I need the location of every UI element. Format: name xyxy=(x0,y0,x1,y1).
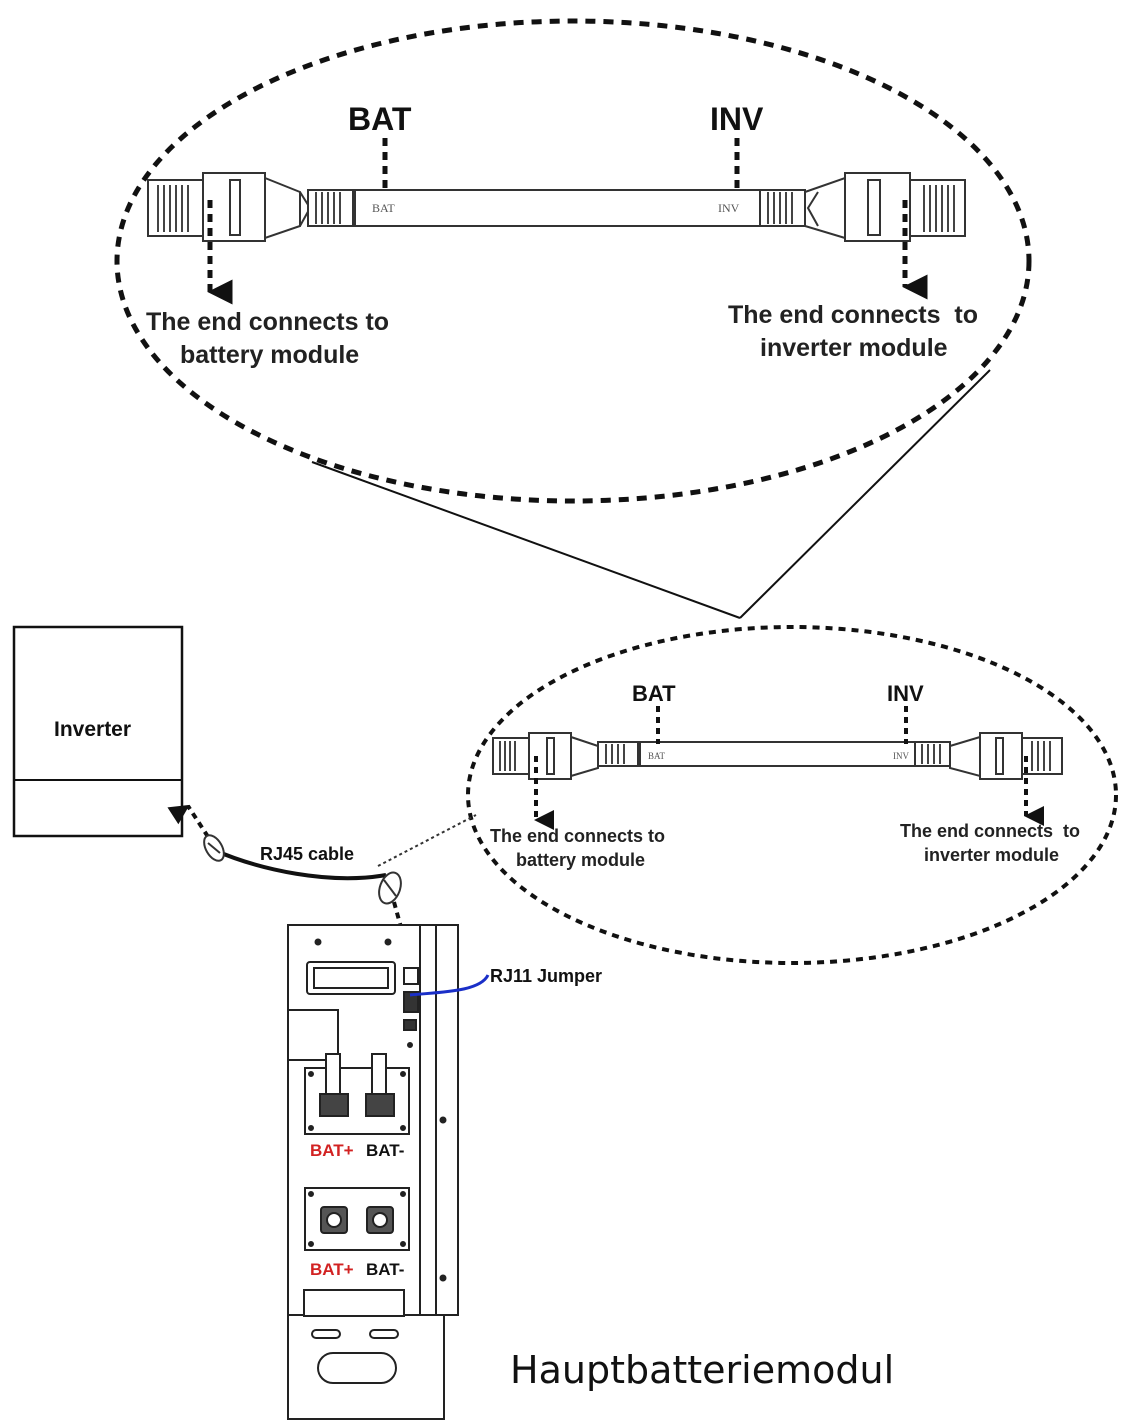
small-right-connector-icon xyxy=(914,732,1063,780)
cable-to-detail-leader xyxy=(377,814,477,867)
left-end-note-line2: battery module xyxy=(180,341,359,369)
cable-body xyxy=(354,189,761,227)
small-cable-print-bat: BAT xyxy=(648,751,666,761)
rj11-jumper-line xyxy=(409,974,490,997)
small-left-note-line2: battery module xyxy=(516,850,645,870)
lower-bat-pos-label: BAT+ xyxy=(310,1260,354,1279)
lower-terminal-neg-icon xyxy=(366,1206,394,1234)
small-ellipse xyxy=(466,625,1118,965)
right-connector-icon xyxy=(759,172,966,242)
small-right-note-line1: The end connects to xyxy=(900,821,1080,841)
upper-bat-neg-label: BAT- xyxy=(366,1141,404,1160)
rj45-cable: RJ45 cable xyxy=(167,804,431,965)
base-handle-slot xyxy=(317,1352,397,1384)
small-cable-body xyxy=(639,741,916,767)
lower-terminal-pos-icon xyxy=(320,1206,348,1234)
rj45-cable-label: RJ45 cable xyxy=(260,844,354,864)
inverter-box: Inverter xyxy=(12,625,184,838)
breaker-panel xyxy=(287,1009,339,1061)
right-end-note-line2: inverter module xyxy=(760,334,948,362)
battery-module xyxy=(287,924,459,1420)
comm-ports-icon xyxy=(403,967,419,1048)
right-end-note-line1: The end connects to xyxy=(728,301,978,329)
zoom-ellipse xyxy=(114,18,1032,504)
small-left-note-line1: The end connects to xyxy=(490,826,665,846)
inverter-label: Inverter xyxy=(54,718,131,741)
left-end-note-line1: The end connects to xyxy=(146,308,389,336)
small-right-note-line2: inverter module xyxy=(924,845,1059,865)
small-bat-tag: BAT xyxy=(632,681,676,706)
upper-terminal-neg-icon xyxy=(365,1053,395,1117)
cable-print-bat: BAT xyxy=(372,201,395,215)
bat-tag: BAT xyxy=(348,101,412,137)
small-inv-tag: INV xyxy=(887,681,924,706)
left-connector-icon xyxy=(147,172,354,242)
cable-print-inv: INV xyxy=(718,201,740,215)
small-cable-print-inv: INV xyxy=(893,751,909,761)
rj45-plug-left-icon xyxy=(203,834,225,862)
small-detail: BAT INV BAT INV The end connects to batt… xyxy=(466,625,1118,965)
zoom-callout-left xyxy=(311,461,741,619)
zoom-callout-right xyxy=(739,369,991,619)
rj45-plug-right-icon xyxy=(378,871,402,905)
module-caption: Hauptbatteriemodul xyxy=(510,1348,894,1392)
upper-terminal-pos-icon xyxy=(319,1053,349,1117)
upper-bat-pos-label: BAT+ xyxy=(310,1141,354,1160)
inv-tag: INV xyxy=(710,101,764,137)
small-left-connector-icon xyxy=(492,732,639,780)
lower-bat-neg-label: BAT- xyxy=(366,1260,404,1279)
zoom-detail: BAT INV BAT INV The end connects to batt… xyxy=(114,18,1032,504)
rj11-jumper-label: RJ11 Jumper xyxy=(490,966,602,986)
